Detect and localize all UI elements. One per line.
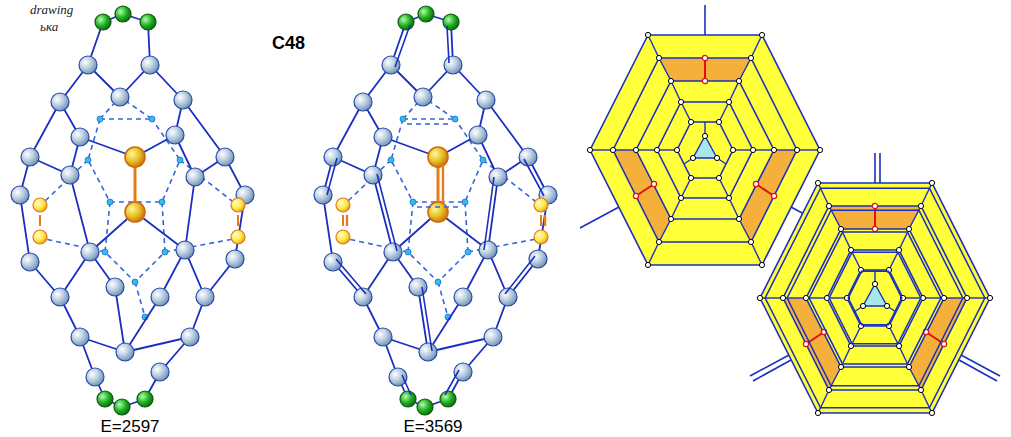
cage-single-bonds — [11, 6, 254, 415]
double-back-bonds — [407, 124, 461, 207]
schlegel-single — [580, 5, 830, 265]
note-text: drawing — [30, 3, 73, 16]
energy-value: E=3569 — [403, 418, 462, 435]
cage-double-bonds — [314, 6, 557, 415]
double-spikes — [753, 153, 997, 381]
molecule-label: C48 — [272, 34, 305, 52]
double-bond-lines — [327, 25, 544, 395]
schlegel-double — [750, 153, 1000, 413]
note-text: ька — [40, 20, 58, 33]
double-ring-lines — [765, 188, 985, 408]
double-central-bond — [347, 165, 545, 226]
energy-value: E=2597 — [100, 418, 159, 435]
